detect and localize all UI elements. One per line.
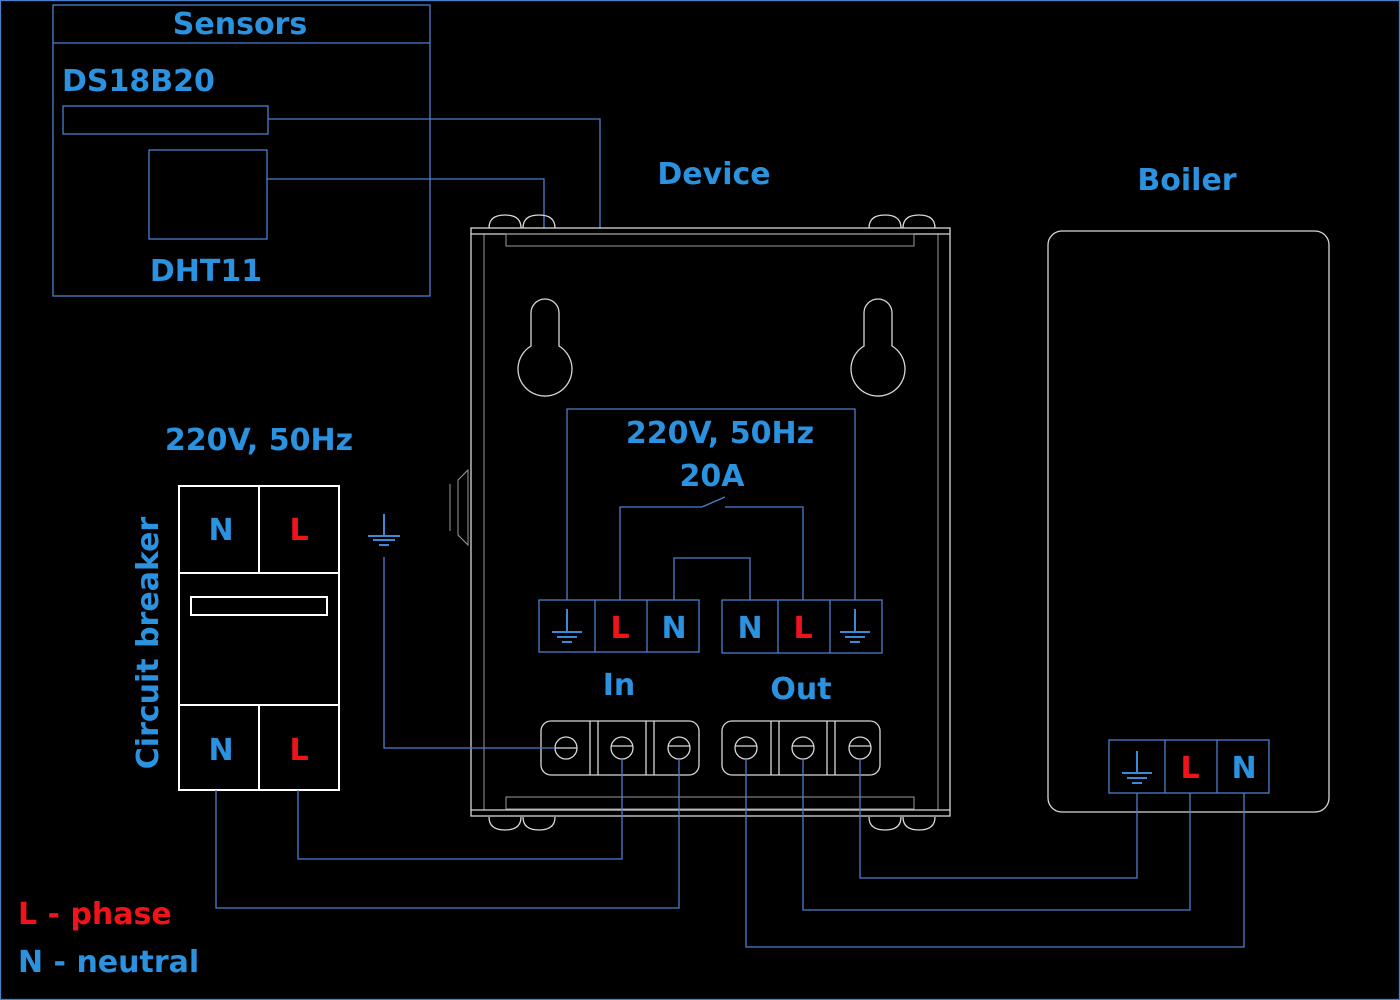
relay-rating-current: 20A bbox=[680, 459, 746, 494]
boiler-terminal-l: L bbox=[1180, 751, 1199, 786]
screw-icon bbox=[868, 214, 902, 229]
physical-terminal-in bbox=[540, 720, 700, 776]
boiler-terminal-frame bbox=[1108, 739, 1270, 794]
supply-voltage-label: 220V, 50Hz bbox=[165, 423, 353, 458]
breaker-top-n: N bbox=[208, 513, 233, 548]
screw-icon bbox=[667, 736, 691, 760]
legend-phase: L - phase bbox=[18, 897, 172, 932]
dht11-wire bbox=[267, 178, 545, 228]
sensors-panel: Sensors DS18B20 DHT11 bbox=[52, 4, 431, 297]
sensors-title: Sensors bbox=[173, 7, 307, 42]
breaker-bottom-n: N bbox=[208, 733, 233, 768]
breaker-toggle bbox=[190, 596, 328, 616]
legend-neutral: N - neutral bbox=[18, 945, 199, 980]
relay-output-wire bbox=[725, 506, 804, 600]
circuit-breaker-title: Circuit breaker bbox=[131, 517, 166, 770]
bottom-rail bbox=[505, 796, 915, 810]
supply-ground-icon bbox=[368, 514, 400, 546]
device-title: Device bbox=[657, 157, 770, 192]
neutral-through-wire bbox=[673, 557, 751, 600]
ground-icon bbox=[552, 609, 582, 643]
relay-rating-voltage: 220V, 50Hz bbox=[626, 416, 814, 451]
breaker-bottom-l: L bbox=[289, 733, 308, 768]
circuit-breaker: N L N L bbox=[178, 485, 340, 791]
screw-icon bbox=[522, 214, 556, 229]
keyhole-mount-right bbox=[850, 298, 906, 397]
ground-through-wire bbox=[566, 408, 856, 600]
screw-icon bbox=[848, 736, 872, 760]
ground-icon bbox=[1122, 751, 1152, 784]
boiler-title: Boiler bbox=[1137, 163, 1236, 198]
dht11-sensor bbox=[148, 149, 268, 240]
in-label: In bbox=[603, 668, 636, 703]
in-terminal-frame bbox=[538, 599, 700, 653]
screw-icon bbox=[488, 816, 522, 831]
breaker-top-l: L bbox=[289, 513, 308, 548]
out-terminal-frame bbox=[721, 599, 883, 654]
relay-contact-switch bbox=[701, 496, 726, 508]
screw-icon bbox=[488, 214, 522, 229]
device-enclosure bbox=[449, 214, 951, 831]
top-rail bbox=[505, 233, 915, 247]
physical-terminal-out bbox=[721, 720, 881, 776]
ds18b20-label: DS18B20 bbox=[62, 64, 215, 99]
phase-boiler-wire bbox=[802, 759, 1191, 911]
screw-icon bbox=[734, 736, 758, 760]
enclosure-outline bbox=[470, 227, 951, 817]
screw-icon bbox=[868, 816, 902, 831]
screw-icon bbox=[791, 736, 815, 760]
phase-supply-wire bbox=[297, 759, 623, 860]
screw-icon bbox=[610, 736, 634, 760]
ground-boiler-wire bbox=[859, 759, 1138, 879]
out-terminal-n: N bbox=[737, 611, 762, 646]
neutral-boiler-wire bbox=[745, 759, 1245, 948]
out-terminal-l: L bbox=[793, 611, 812, 646]
out-label: Out bbox=[770, 672, 831, 707]
screw-icon bbox=[902, 816, 936, 831]
screw-icon bbox=[522, 816, 556, 831]
sensors-box bbox=[52, 4, 431, 297]
keyhole-mount-left bbox=[517, 298, 573, 397]
dht11-label: DHT11 bbox=[150, 254, 262, 289]
neutral-supply-wire bbox=[215, 759, 680, 909]
in-terminal-block: L N bbox=[538, 599, 700, 653]
relay-input-wire bbox=[619, 506, 702, 600]
ground-supply-wire bbox=[383, 557, 555, 749]
cable-gland bbox=[457, 468, 469, 547]
terminal-housing bbox=[721, 720, 881, 776]
screw-icon bbox=[902, 214, 936, 229]
boiler-terminal-n: N bbox=[1231, 751, 1256, 786]
in-terminal-n: N bbox=[661, 611, 686, 646]
boiler-terminal-block: L N bbox=[1108, 739, 1270, 794]
ds18b20-wire bbox=[268, 118, 601, 228]
in-terminal-l: L bbox=[610, 611, 629, 646]
relay-schematic: 220V, 50Hz 20A bbox=[566, 408, 856, 600]
out-terminal-block: N L bbox=[721, 599, 883, 654]
ds18b20-sensor bbox=[62, 105, 269, 135]
ground-icon bbox=[840, 609, 870, 643]
boiler-body bbox=[1047, 230, 1330, 813]
